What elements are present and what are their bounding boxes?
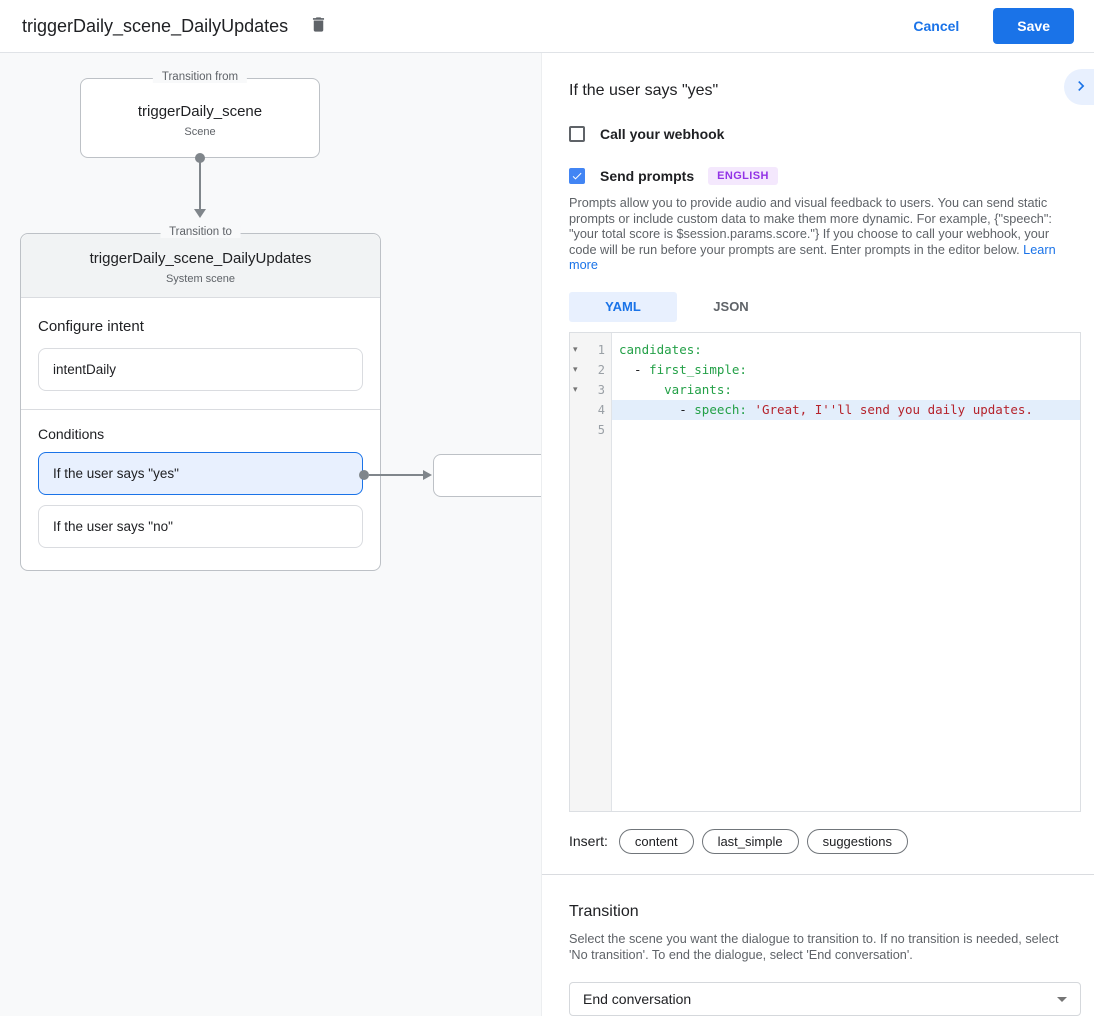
insert-label: Insert: xyxy=(569,833,608,850)
trash-icon xyxy=(309,15,328,37)
code-token: first_simple: xyxy=(649,361,747,377)
configure-intent-heading: Configure intent xyxy=(38,318,144,335)
transition-from-legend: Transition from xyxy=(152,71,248,83)
yaml-code-editor[interactable]: ▾1 ▾2 ▾3 ▾4 ▾5 candidates: - first_simpl… xyxy=(569,331,1081,812)
delete-scene-button[interactable] xyxy=(306,14,330,38)
transition-to-box: Transition to triggerDaily_scene_DailyUp… xyxy=(20,226,381,571)
scene-flow-canvas: Transition from triggerDaily_scene Scene… xyxy=(0,53,541,1016)
section-divider xyxy=(21,409,380,410)
send-prompts-label: Send prompts xyxy=(600,168,695,184)
gutter-row: ▾3 xyxy=(570,380,611,400)
learn-more-link[interactable]: Learn more xyxy=(569,242,1056,273)
condition-detail-panel: If the user says "yes" Call your webhook… xyxy=(541,53,1094,1016)
transition-dropdown-value: End conversation xyxy=(583,991,692,1008)
line-number: 2 xyxy=(597,362,605,377)
editor-format-tabs: YAML JSON xyxy=(569,291,1078,322)
tab-yaml[interactable]: YAML xyxy=(569,291,677,322)
to-scene-body: Configure intent intentDaily Conditions … xyxy=(21,298,380,548)
from-scene-type: Scene xyxy=(184,126,216,138)
code-token: - xyxy=(619,361,650,377)
main-content: Transition from triggerDaily_scene Scene… xyxy=(0,53,1094,1016)
prompts-description-text: Prompts allow you to provide audio and v… xyxy=(569,196,1052,257)
intent-card[interactable]: intentDaily xyxy=(38,348,363,391)
insert-last-simple-button[interactable]: last_simple xyxy=(701,828,799,854)
webhook-row: Call your webhook xyxy=(569,126,1078,142)
gutter-row: ▾1 xyxy=(570,340,611,360)
editor-code-area[interactable]: candidates: - first_simple: variants: - … xyxy=(612,333,1080,811)
transition-to-legend: Transition to xyxy=(160,226,241,238)
cancel-button[interactable]: Cancel xyxy=(913,18,960,34)
code-line: candidates: xyxy=(612,340,1080,360)
editor-gutter: ▾1 ▾2 ▾3 ▾4 ▾5 xyxy=(570,332,612,811)
check-icon xyxy=(572,172,582,180)
fold-toggle-icon[interactable]: ▾ xyxy=(573,383,578,394)
send-prompts-row: Send prompts ENGLISH xyxy=(569,167,1078,185)
from-scene-name: triggerDaily_scene xyxy=(137,103,263,120)
flow-line-vertical xyxy=(199,158,201,211)
page-title: triggerDaily_scene_DailyUpdates xyxy=(22,15,289,36)
line-number: 4 xyxy=(597,402,605,417)
line-number: 5 xyxy=(597,422,605,437)
transition-heading: Transition xyxy=(569,902,639,920)
call-webhook-label: Call your webhook xyxy=(600,126,725,142)
insert-content-button[interactable]: content xyxy=(618,828,694,854)
code-token: candidates: xyxy=(619,341,702,357)
panel-divider xyxy=(542,873,1094,875)
code-token: variants: xyxy=(664,381,732,397)
connector-dot-right xyxy=(359,470,369,480)
gutter-row: ▾4 xyxy=(570,400,611,420)
condition-target-box[interactable] xyxy=(433,454,541,497)
language-badge: ENGLISH xyxy=(708,167,778,185)
to-scene-header: triggerDaily_scene_DailyUpdates System s… xyxy=(21,234,380,298)
code-token xyxy=(619,382,664,397)
insert-row: Insert: content last_simple suggestions xyxy=(569,828,1078,854)
conditions-heading: Conditions xyxy=(38,426,105,442)
to-scene-type: System scene xyxy=(165,273,236,285)
panel-heading: If the user says "yes" xyxy=(569,82,719,99)
flow-line-horizontal xyxy=(369,474,424,476)
arrow-down-icon xyxy=(194,209,206,218)
tab-json[interactable]: JSON xyxy=(713,299,749,315)
gutter-row: ▾2 xyxy=(570,360,611,380)
fold-toggle-icon[interactable]: ▾ xyxy=(573,343,578,354)
chevron-right-icon xyxy=(1071,76,1091,99)
code-token: 'Great, I''ll send you daily updates. xyxy=(754,401,1033,417)
condition-card-yes[interactable]: If the user says "yes" xyxy=(38,452,363,495)
line-number: 1 xyxy=(597,342,605,357)
call-webhook-checkbox[interactable] xyxy=(569,126,585,142)
code-line: variants: xyxy=(612,380,1080,400)
code-line: - speech: 'Great, I''ll send you daily u… xyxy=(612,399,1080,420)
transition-dropdown[interactable]: End conversation xyxy=(569,982,1081,1016)
code-line xyxy=(612,420,1080,440)
to-scene-name: triggerDaily_scene_DailyUpdates xyxy=(89,250,312,267)
code-line: - first_simple: xyxy=(612,360,1080,380)
chevron-down-icon xyxy=(1057,996,1067,1002)
transition-description: Select the scene you want the dialogue t… xyxy=(569,931,1059,962)
app-header: triggerDaily_scene_DailyUpdates Cancel S… xyxy=(0,0,1094,53)
arrow-right-icon xyxy=(423,470,432,480)
prompts-description: Prompts allow you to provide audio and v… xyxy=(569,196,1078,274)
line-number: 3 xyxy=(597,382,605,397)
send-prompts-checkbox[interactable] xyxy=(569,168,585,184)
collapse-panel-button[interactable] xyxy=(1064,69,1094,105)
gutter-row: ▾5 xyxy=(570,420,611,440)
code-token: - xyxy=(619,401,695,417)
condition-card-no[interactable]: If the user says "no" xyxy=(38,505,363,548)
code-token: speech: xyxy=(694,401,755,417)
insert-suggestions-button[interactable]: suggestions xyxy=(806,828,908,854)
save-button[interactable]: Save xyxy=(993,8,1074,44)
fold-toggle-icon[interactable]: ▾ xyxy=(573,363,578,374)
transition-from-box[interactable]: Transition from triggerDaily_scene Scene xyxy=(80,71,320,158)
